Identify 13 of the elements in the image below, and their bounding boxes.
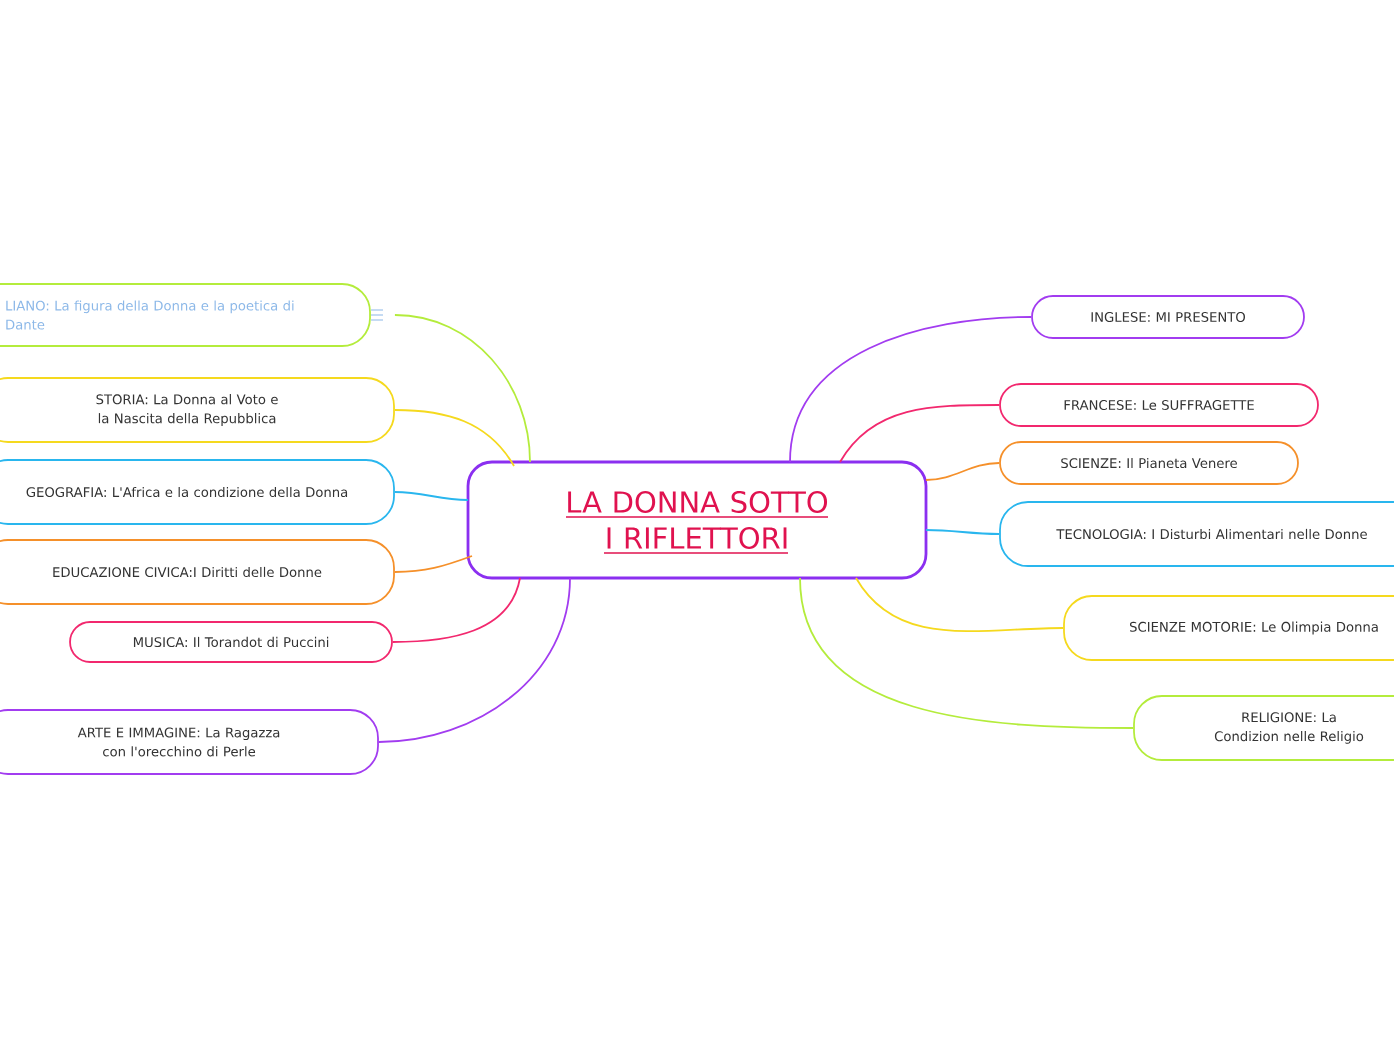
connector-line [925, 529, 1000, 535]
connector-line [855, 577, 1064, 632]
connector-line [392, 577, 521, 643]
connector-line [789, 316, 1032, 463]
connector-line [394, 555, 473, 573]
connector-line [394, 314, 531, 463]
connector-line [378, 577, 571, 743]
central-topic-box: LA DONNA SOTTO I RIFLETTORI [466, 460, 928, 580]
connector-line [799, 577, 1134, 729]
connector-line [839, 404, 1000, 463]
connector-line [394, 409, 515, 467]
connector-line [394, 491, 469, 501]
connector-line [925, 462, 1000, 481]
